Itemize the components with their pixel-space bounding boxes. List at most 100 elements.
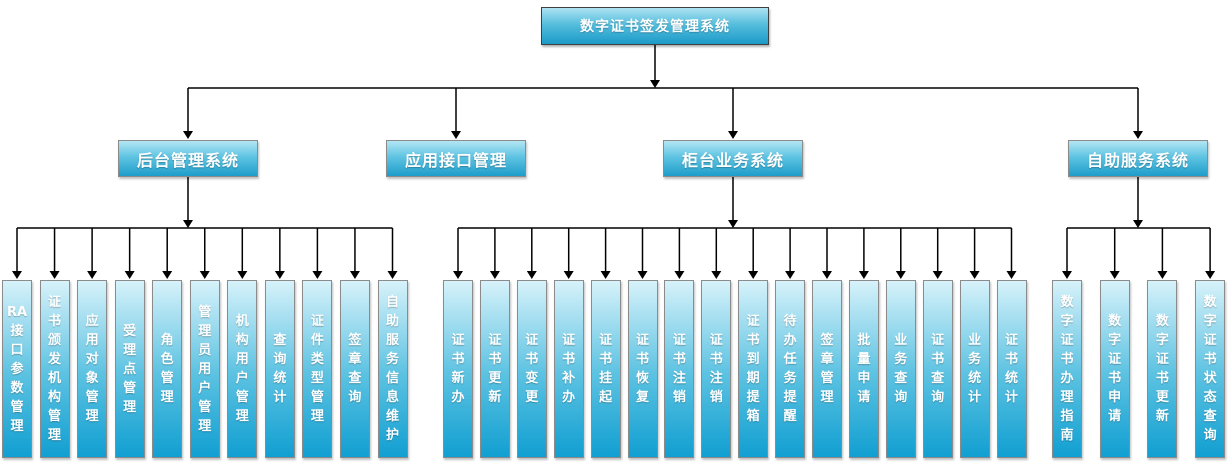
arrowhead-icon [1109,271,1120,279]
arrowhead-icon [1205,271,1216,279]
leaf-label-token: 销 [709,390,723,405]
leaf-label-token: 构 [48,390,62,405]
leaf-label-token: 更 [488,371,502,386]
leaf-label-token: 用 [198,361,212,377]
leaf-label-token: 户 [235,371,249,386]
leaf-label-token: 管 [10,399,24,415]
leaf-label-token: 管 [820,371,834,386]
leaf-label-token: 字 [1155,333,1169,348]
arrowhead-icon [87,271,98,279]
arrowhead-icon [183,131,193,139]
leaf-label-token: 管 [160,371,174,386]
leaf-label-token: 复 [635,390,649,405]
arrowhead-icon [1133,220,1143,228]
leaf-label-token: 注 [672,371,686,386]
leaf-label-token: 书 [451,352,465,367]
leaf-label-token: 请 [857,390,871,405]
leaf-label-token: 证 [1203,333,1217,348]
leaf-label-token: 业 [894,333,908,348]
leaf-label-token: 参 [10,361,24,377]
leaf-node: 业务统计 [959,280,990,458]
arrowhead-icon [49,271,60,279]
leaf-label-token: 理 [160,390,174,405]
leaf-label-token: 书 [709,352,723,367]
leaf-label-token: 询 [1203,428,1217,443]
branch-node-backend-management: 后台管理系统 [118,140,258,177]
leaf-label-token: 维 [385,409,399,424]
leaf-label-token: 员 [198,342,212,358]
leaf-label-token: 书 [1203,352,1217,367]
leaf-node: 自助服务信息维护 [377,280,408,458]
arrowhead-icon [526,271,537,279]
leaf-label-token: 理 [123,399,137,415]
leaf-label-token: 书 [746,333,760,348]
leaf-label-token: 色 [160,352,174,367]
branch-label: 应用接口管理 [404,150,507,170]
leaf-label-token: 新 [451,371,465,386]
leaf-label-token: 查 [348,371,362,386]
leaf-label-token: 管 [235,390,249,405]
leaf-node: 管理员用户管理 [189,280,220,458]
leaf-label-token: 书 [488,352,502,367]
leaf-label-token: 办 [451,390,465,405]
leaf-label-token: 证 [746,314,760,329]
leaf-node: 应用对象管理 [77,280,108,458]
arrowhead-icon [822,271,832,279]
leaf-label-token: 受 [123,323,137,339]
arrowhead-icon [183,220,193,228]
leaf-label-token: 书 [525,352,539,367]
leaf-label-token: 证 [672,333,686,348]
leaf-label-token: 签 [820,333,834,348]
leaf-label-token: 理 [198,418,212,434]
arrowhead-icon [650,80,660,88]
branch-node-self-service: 自助服务系统 [1068,140,1208,177]
leaf-label-token: 自 [385,295,399,310]
arrowhead-icon [728,131,738,139]
leaf-label-token: 证 [635,333,649,348]
leaf-label-token: 挂 [599,371,613,386]
leaf-node: 证件类型管理 [302,280,333,458]
leaf-label-token: 数 [1060,295,1074,310]
leaf-label-token: 书 [672,352,686,367]
arrowhead-icon [1133,131,1143,139]
leaf-label-token: 证 [1155,352,1169,367]
leaf-node: 证书更新 [479,280,510,458]
leaf-label-token: 理 [820,390,834,405]
arrowhead-icon [162,271,173,279]
leaf-label-token: 务 [894,352,908,367]
leaf-label-token: 态 [1203,390,1217,405]
leaf-node: 证书补办 [553,280,584,458]
leaf-label-token: 服 [385,333,399,348]
leaf-label-token: 签 [348,333,362,348]
arrowhead-icon [748,271,759,279]
branch-label: 自助服务系统 [1086,150,1189,170]
leaf-node: 证书注销 [701,280,732,458]
root-node: 数字证书签发管理系统 [541,7,769,45]
leaf-label-token: 理 [310,409,324,424]
arrowhead-icon [858,271,869,279]
leaf-label-token: 理 [123,342,137,358]
leaf-label-token: 证 [1060,333,1074,348]
leaf-label-token: 证 [488,333,502,348]
leaf-label-token: 提 [783,390,797,405]
leaf-label-token: 字 [1060,314,1074,329]
leaf-label-token: 更 [525,390,539,405]
arrowhead-icon [274,271,285,279]
leaf-label-token: 变 [525,371,539,386]
arrowhead-icon [728,220,738,228]
leaf-label-token: 管 [48,409,62,424]
leaf-node: 机构用户管理 [227,280,258,458]
arrowhead-icon [1006,271,1017,279]
leaf-label-token: 用 [235,352,249,367]
leaf-label-token: 询 [931,390,945,405]
leaf-label-token: 期 [746,371,760,386]
arrowhead-icon [969,271,980,279]
leaf-label-token: 角 [160,333,174,348]
leaf-node: 业务查询 [885,280,916,458]
leaf-label-token: 息 [385,390,399,405]
leaf-node: 批量申请 [848,280,879,458]
leaf-node: 证书颁发机构管理 [39,280,70,458]
leaf-label-token: 业 [968,333,982,348]
leaf-node: 数字证书状态查询 [1195,280,1226,458]
